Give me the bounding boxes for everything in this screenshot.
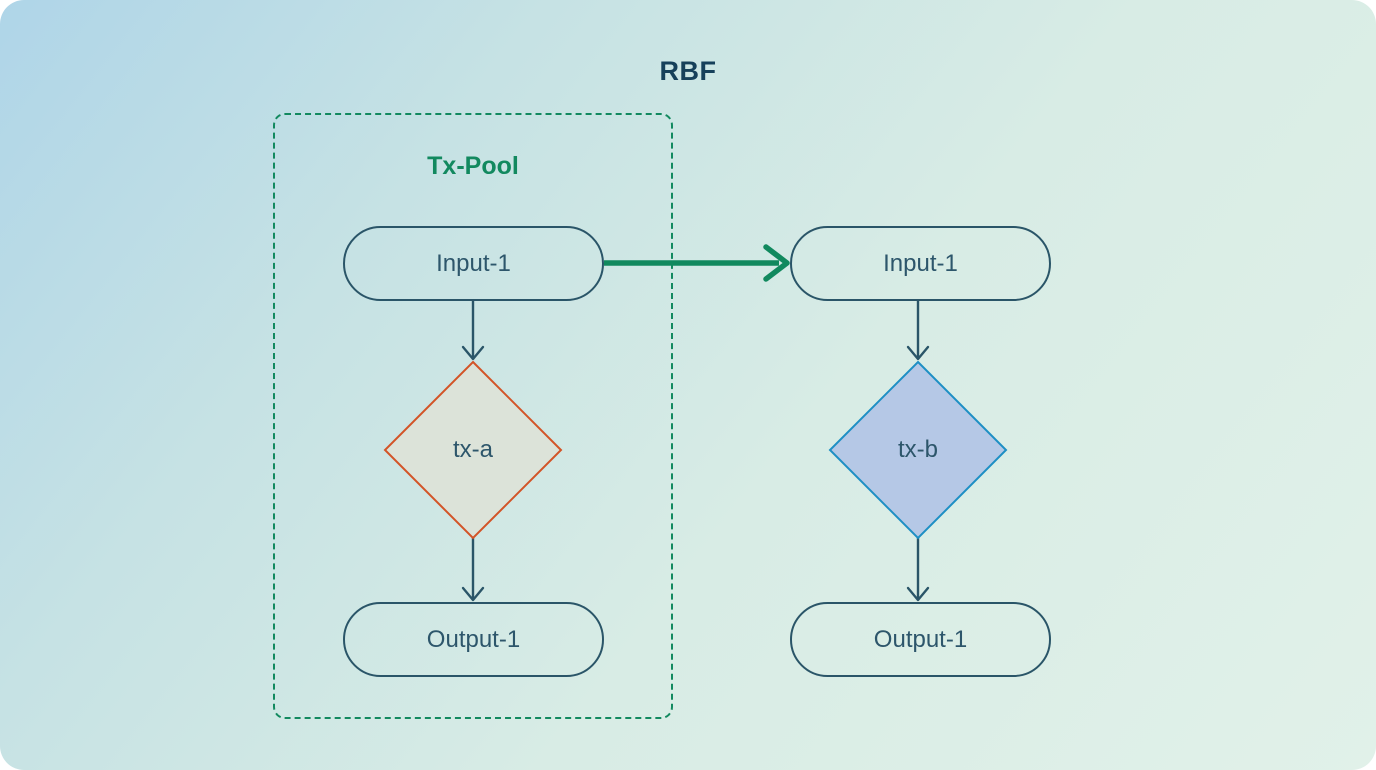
node-left-output: Output-1 xyxy=(343,602,604,677)
node-txb-label: tx-b xyxy=(897,436,938,463)
tx-pool-boundary xyxy=(273,113,673,719)
diagram-title: RBF xyxy=(659,56,717,86)
arrowhead-icon xyxy=(906,586,930,602)
node-left-input: Input-1 xyxy=(343,226,604,301)
node-txa-label: tx-a xyxy=(452,436,493,463)
txb-diamond xyxy=(828,360,1008,540)
node-right-output: Output-1 xyxy=(790,602,1051,677)
arrowhead-icon xyxy=(763,244,790,282)
arrowhead-icon xyxy=(906,345,930,361)
node-right-input: Input-1 xyxy=(790,226,1051,301)
txa-diamond xyxy=(383,360,563,540)
tx-pool-label: Tx-Pool xyxy=(427,152,519,180)
arrowhead-icon xyxy=(461,345,485,361)
arrowhead-icon xyxy=(461,586,485,602)
